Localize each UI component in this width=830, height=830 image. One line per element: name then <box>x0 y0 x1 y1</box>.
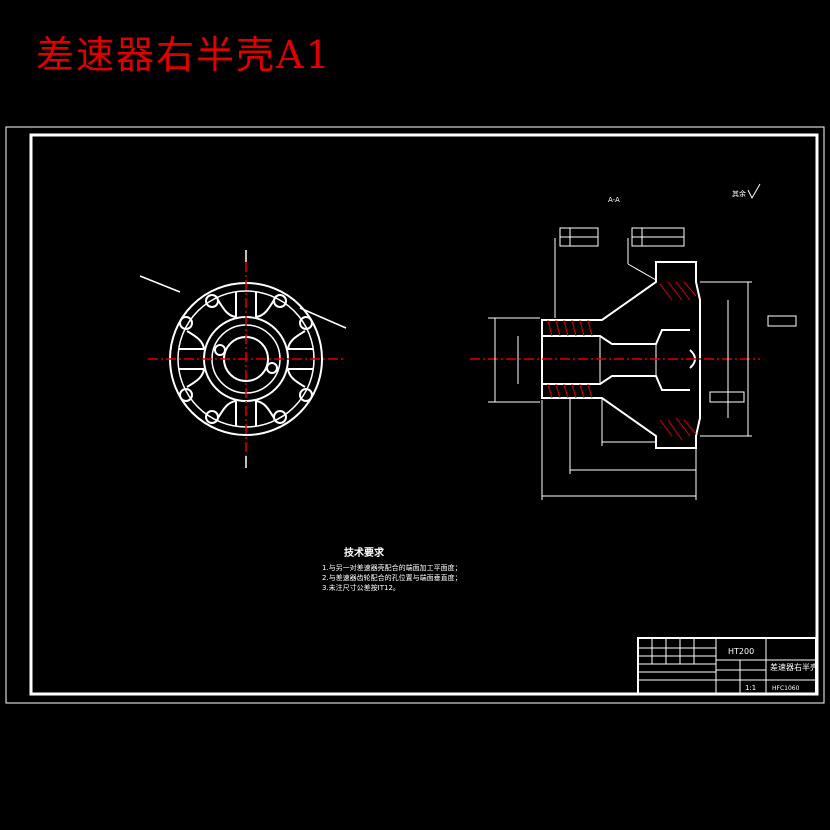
title-block-scale: 1:1 <box>745 684 756 692</box>
section-view <box>541 261 701 449</box>
drawing-line <box>637 637 817 695</box>
drawing-line <box>214 344 226 356</box>
drawing-line <box>217 299 275 318</box>
drawing-line <box>266 362 278 374</box>
drawing-line <box>139 275 181 293</box>
tech-req-heading: 技术要求 <box>344 546 385 559</box>
drawing-line <box>179 348 204 370</box>
title-block-part-name: 差速器右半壳 <box>770 662 818 672</box>
title-block-material: HT200 <box>728 647 754 656</box>
tolerance-frames <box>559 227 797 403</box>
roughness-note: 其余 <box>732 189 746 198</box>
title-block <box>637 637 817 695</box>
drawing-line <box>273 294 287 308</box>
drawing-line <box>767 315 797 327</box>
drawing-line <box>273 410 287 424</box>
drawing-line <box>179 388 193 402</box>
drawing-line <box>179 316 193 330</box>
drawing-line <box>217 400 275 419</box>
drawing-line <box>299 316 313 330</box>
drawing-line <box>288 348 313 370</box>
drawing-title: 差速器右半壳A1 <box>36 33 332 77</box>
dimension-lines <box>488 238 752 500</box>
technical-requirements: 技术要求 1.与另一对差速器壳配合的端面加工平面度； 2.与差速器齿轮配合的孔位… <box>322 546 462 592</box>
drawing-line <box>287 330 306 388</box>
drawing-line <box>659 281 697 301</box>
outer-frame <box>5 126 825 704</box>
drawing-line <box>299 388 313 402</box>
drawing-line <box>299 307 347 329</box>
drawing-line <box>205 294 219 308</box>
drawing-line <box>627 263 657 281</box>
section-label: A-A <box>608 196 620 204</box>
drawing-line <box>547 383 593 399</box>
drawing-line <box>659 417 697 441</box>
drawing-line <box>709 391 745 403</box>
tech-req-item: 1.与另一对差速器壳配合的端面加工平面度； <box>322 563 462 572</box>
roughness-symbol <box>747 183 761 200</box>
tech-req-item: 3.未注尺寸公差按IT12。 <box>322 583 400 592</box>
section-cut-marks <box>139 250 347 468</box>
drawing-line <box>205 410 219 424</box>
tech-req-item: 2.与差速器齿轮配合的孔位置与端面垂直度； <box>322 573 462 582</box>
section-hatching <box>547 281 697 441</box>
drawing-line <box>547 319 593 337</box>
drawing-line <box>235 292 257 317</box>
drawing-line <box>186 330 205 388</box>
drawing-line <box>542 375 690 391</box>
drawing-line <box>235 401 257 426</box>
front-view-centerlines <box>148 262 344 456</box>
inner-frame <box>29 133 819 696</box>
drawing-line <box>541 261 701 449</box>
drawing-line <box>542 329 690 345</box>
title-block-drawing-number: HFC1060 <box>772 685 800 692</box>
